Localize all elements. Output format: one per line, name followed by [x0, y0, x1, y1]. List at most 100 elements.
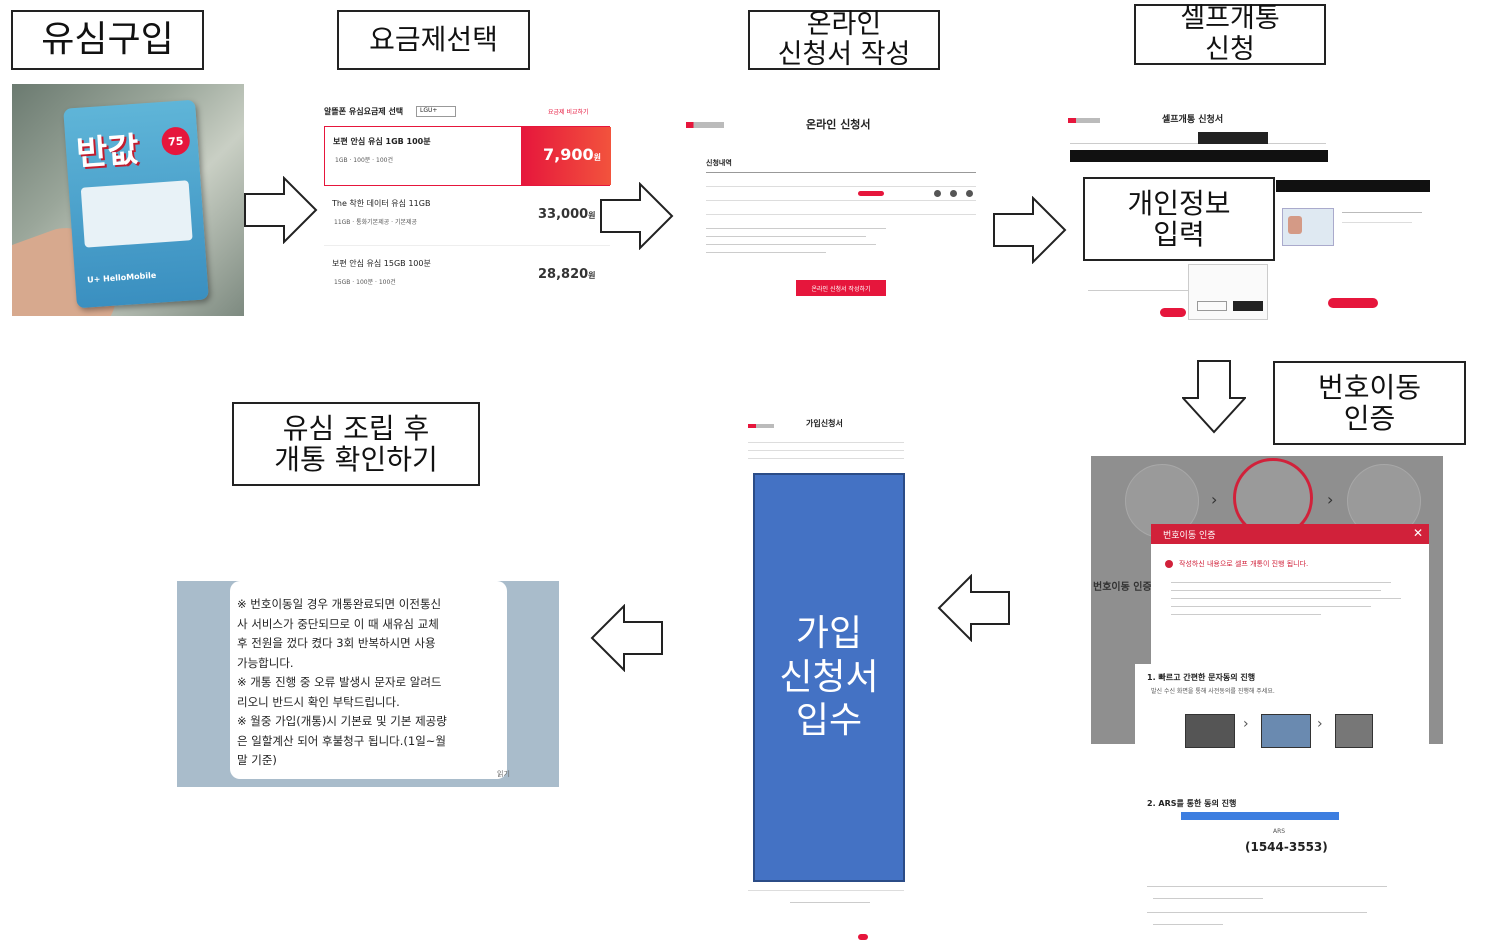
step-label-self-open: 셀프개통 신청	[1134, 4, 1326, 65]
popup-text-line-1	[1171, 582, 1391, 583]
note-footer: 읽기	[497, 770, 510, 778]
form-divider-1	[706, 172, 976, 173]
plan-name-3: 보편 안심 유심 15GB 100분	[332, 259, 431, 268]
application-screen: 가입신청서 가입 신청서 입수	[746, 412, 906, 948]
plan-price-2: 33,000원	[538, 207, 596, 222]
note-line-7: ※ 월중 가입(개통)시 기본료 및 기본 제공량	[237, 714, 447, 728]
self-open-screen: 셀프개통 신청서	[1066, 108, 1328, 168]
note-line-6: 리오니 반드시 확인 부탁드립니다.	[237, 694, 400, 709]
plan-select-screen: 알뜰폰 유심요금제 선택 LGU+ 요금제 비교하기 보편 안심 유심 1GB …	[322, 100, 612, 310]
online-form-submit-button[interactable]: 온라인 신청서 작성하기	[796, 280, 886, 296]
phone-photo-2	[1261, 714, 1311, 748]
plan-meta-3: 15GB · 100분 · 100건	[334, 279, 396, 286]
note-line-5: ※ 개통 진행 중 오류 발생시 문자로 알려드	[237, 675, 442, 689]
ars-phone-number: (1544-3553)	[1245, 840, 1328, 854]
form-check-icon-2[interactable]	[950, 190, 957, 197]
consent-step1-title: 1. 빠르고 간편한 문자동의 진행	[1147, 673, 1256, 682]
plan-header: 알뜰폰 유심요금제 선택	[324, 107, 404, 116]
self-open-title: 셀프개통 신청서	[1162, 115, 1224, 125]
plan-price-unit-3: 원	[588, 271, 596, 280]
consent-text-line-3	[1147, 912, 1367, 913]
note-line-8: 은 일할계산 되어 후불청구 됩니다.(1일~월	[237, 733, 446, 748]
online-form-title: 온라인 신청서	[806, 118, 871, 131]
activation-note-panel: ※ 번호이동일 경우 개통완료되면 이전통신 사 서비스가 중단되므로 이 때 …	[177, 581, 559, 787]
id-text-line-1	[1342, 212, 1422, 213]
plan-price-3: 28,820원	[538, 267, 596, 282]
arrow-left-1	[937, 574, 1011, 642]
lg-logo-icon	[686, 122, 724, 128]
plan-meta-2: 11GB · 통화기본제공 · 기본제공	[334, 219, 418, 226]
consent-text-line-1	[1147, 886, 1387, 887]
id-face-icon	[1288, 216, 1302, 234]
consent-text-line-4	[1153, 924, 1223, 925]
plan-filter-select[interactable]: LGU+	[416, 106, 456, 117]
self-open-prev-button[interactable]	[1160, 308, 1186, 317]
plan-price-unit-1: 원	[593, 153, 601, 162]
plan-price-box-1	[521, 127, 611, 185]
plan-meta-1: 1GB · 100분 · 100건	[335, 157, 393, 164]
application-blue-panel: 가입 신청서 입수	[753, 473, 905, 882]
arrow-down	[1182, 360, 1246, 434]
plan-card-3[interactable]: 보편 안심 유심 15GB 100분 15GB · 100분 · 100건 28…	[324, 250, 610, 306]
form-check-icon-3[interactable]	[966, 190, 973, 197]
plan-card-2[interactable]: The 착한 데이터 유심 11GB 11GB · 통화기본제공 · 기본제공 …	[324, 190, 610, 246]
plan-card-1[interactable]: 보편 안심 유심 1GB 100분 1GB · 100분 · 100건 7,90…	[324, 126, 611, 186]
app-line-4	[748, 890, 904, 891]
notice-dot-icon	[1165, 560, 1173, 568]
form-divider-3	[706, 200, 976, 201]
ars-highlight-bar	[1181, 812, 1339, 820]
chevron-right-icon: ›	[1243, 716, 1249, 732]
plan-price-1: 7,900원	[543, 145, 601, 164]
sim-badge: 75	[160, 126, 191, 157]
note-line-1: ※ 번호이동일 경우 개통완료되면 이전통신	[237, 597, 442, 611]
phone-photo-1	[1185, 714, 1235, 748]
note-bubble	[230, 581, 507, 779]
form-text-line-1	[706, 228, 886, 229]
close-icon[interactable]: ✕	[1413, 526, 1424, 540]
id-text-line-2	[1342, 222, 1412, 223]
arrow-left-2	[590, 604, 664, 672]
sim-card-strip	[80, 180, 193, 248]
form-text-line-2	[706, 236, 866, 237]
note-line-2: 사 서비스가 중단되므로 이 때 새유심 교체	[237, 616, 439, 631]
app-line-2	[748, 450, 904, 451]
arrow-right-3	[993, 196, 1067, 264]
port-popup: 번호이동 인증 ✕ 작성하신 내용으로 셀프 개통이 진행 됩니다.	[1151, 524, 1429, 664]
popup-text-line-2	[1171, 590, 1381, 591]
modal-cancel-button[interactable]	[1197, 301, 1227, 311]
step-label-online-form: 온라인 신청서 작성	[748, 9, 940, 70]
self-open-next-button[interactable]	[1328, 298, 1378, 308]
lg-logo-icon	[748, 424, 774, 428]
plan-price-value-1: 7,900	[543, 145, 594, 164]
port-popup-notice: 작성하신 내용으로 셀프 개통이 진행 됩니다.	[1179, 560, 1309, 568]
consent-step1-sub: 발신 수신 화면을 통해 사전동의를 진행해 주세요.	[1151, 688, 1275, 695]
plan-compare-link[interactable]: 요금제 비교하기	[548, 109, 589, 116]
port-popup-title: 번호이동 인증	[1163, 531, 1216, 541]
lg-logo-icon	[1068, 118, 1100, 123]
step-label-number-port: 번호이동 인증	[1273, 361, 1466, 445]
application-title: 가입신청서	[806, 419, 843, 428]
step-label-personal-info: 개인정보 입력	[1083, 177, 1275, 261]
sim-brand: U+ HelloMobile	[86, 270, 157, 285]
number-port-consent-panel: 1. 빠르고 간편한 문자동의 진행 발신 수신 화면을 통해 사전동의를 진행…	[1135, 664, 1429, 948]
consent-step2-title: 2. ARS를 통한 동의 진행	[1147, 799, 1237, 808]
step-label-plan-select: 요금제선택	[337, 10, 530, 70]
note-text: ※ 번호이동일 경우 개통완료되면 이전통신 사 서비스가 중단되므로 이 때 …	[237, 595, 507, 771]
form-text-line-3	[706, 244, 876, 245]
port-popup-header	[1151, 524, 1429, 544]
note-line-9: 말 기준)	[237, 753, 277, 767]
step-label-sim-purchase: 유심구입	[11, 10, 204, 70]
plan-price-value-3: 28,820	[538, 267, 589, 282]
plan-price-unit-2: 원	[588, 211, 596, 220]
chevron-right-icon: ›	[1211, 490, 1218, 509]
sim-package: 반값 75 U+ HelloMobile	[63, 99, 209, 309]
app-line-5	[790, 902, 870, 903]
online-form-screen: 온라인 신청서 신청내역 온라인 신청서 작성하기	[682, 110, 982, 305]
self-open-active-tab[interactable]	[1198, 132, 1268, 144]
app-line-3	[748, 458, 904, 459]
self-open-bottom-panel	[1084, 262, 1274, 322]
popup-text-line-5	[1171, 614, 1321, 615]
modal-ok-button[interactable]	[1233, 301, 1263, 311]
form-check-icon-1[interactable]	[934, 190, 941, 197]
consent-text-line-2	[1153, 898, 1263, 899]
